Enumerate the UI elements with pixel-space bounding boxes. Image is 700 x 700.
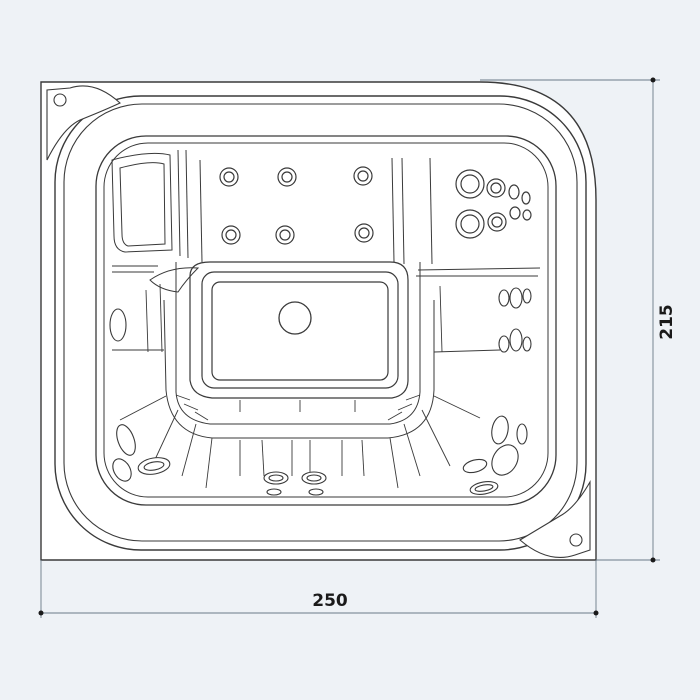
back-jet	[219, 167, 239, 187]
cup-holder-bottom-right	[519, 479, 591, 558]
foot-jets-left	[112, 424, 171, 482]
seat-contours	[112, 283, 501, 489]
corner-seat-top-left	[111, 149, 189, 259]
side-jets-right	[498, 287, 532, 353]
footwell	[163, 261, 435, 439]
footwell-edge-ticks	[175, 394, 421, 421]
dimension-height	[480, 77, 660, 563]
back-jet	[353, 166, 373, 186]
back-jet	[275, 225, 295, 245]
back-jets	[219, 166, 374, 245]
floor-jets	[263, 471, 327, 496]
basin-outer-wall	[95, 135, 557, 506]
height-dimension-label: 215	[657, 304, 677, 340]
dimension-width	[38, 560, 599, 618]
back-jet	[221, 225, 241, 245]
large-jets-cluster	[455, 169, 532, 239]
width-dimension-label: 250	[312, 591, 348, 611]
basin-inner-wall	[103, 142, 549, 498]
drain-icon	[278, 301, 312, 335]
back-jet	[354, 223, 374, 243]
side-jet-left	[109, 308, 127, 342]
foot-jets-right	[462, 415, 528, 495]
tub-rim-inner	[63, 103, 578, 542]
cup-holder-top-left	[46, 85, 121, 161]
neck-pillow	[149, 267, 200, 293]
seat-dividers	[112, 157, 541, 277]
back-jet	[277, 167, 297, 187]
